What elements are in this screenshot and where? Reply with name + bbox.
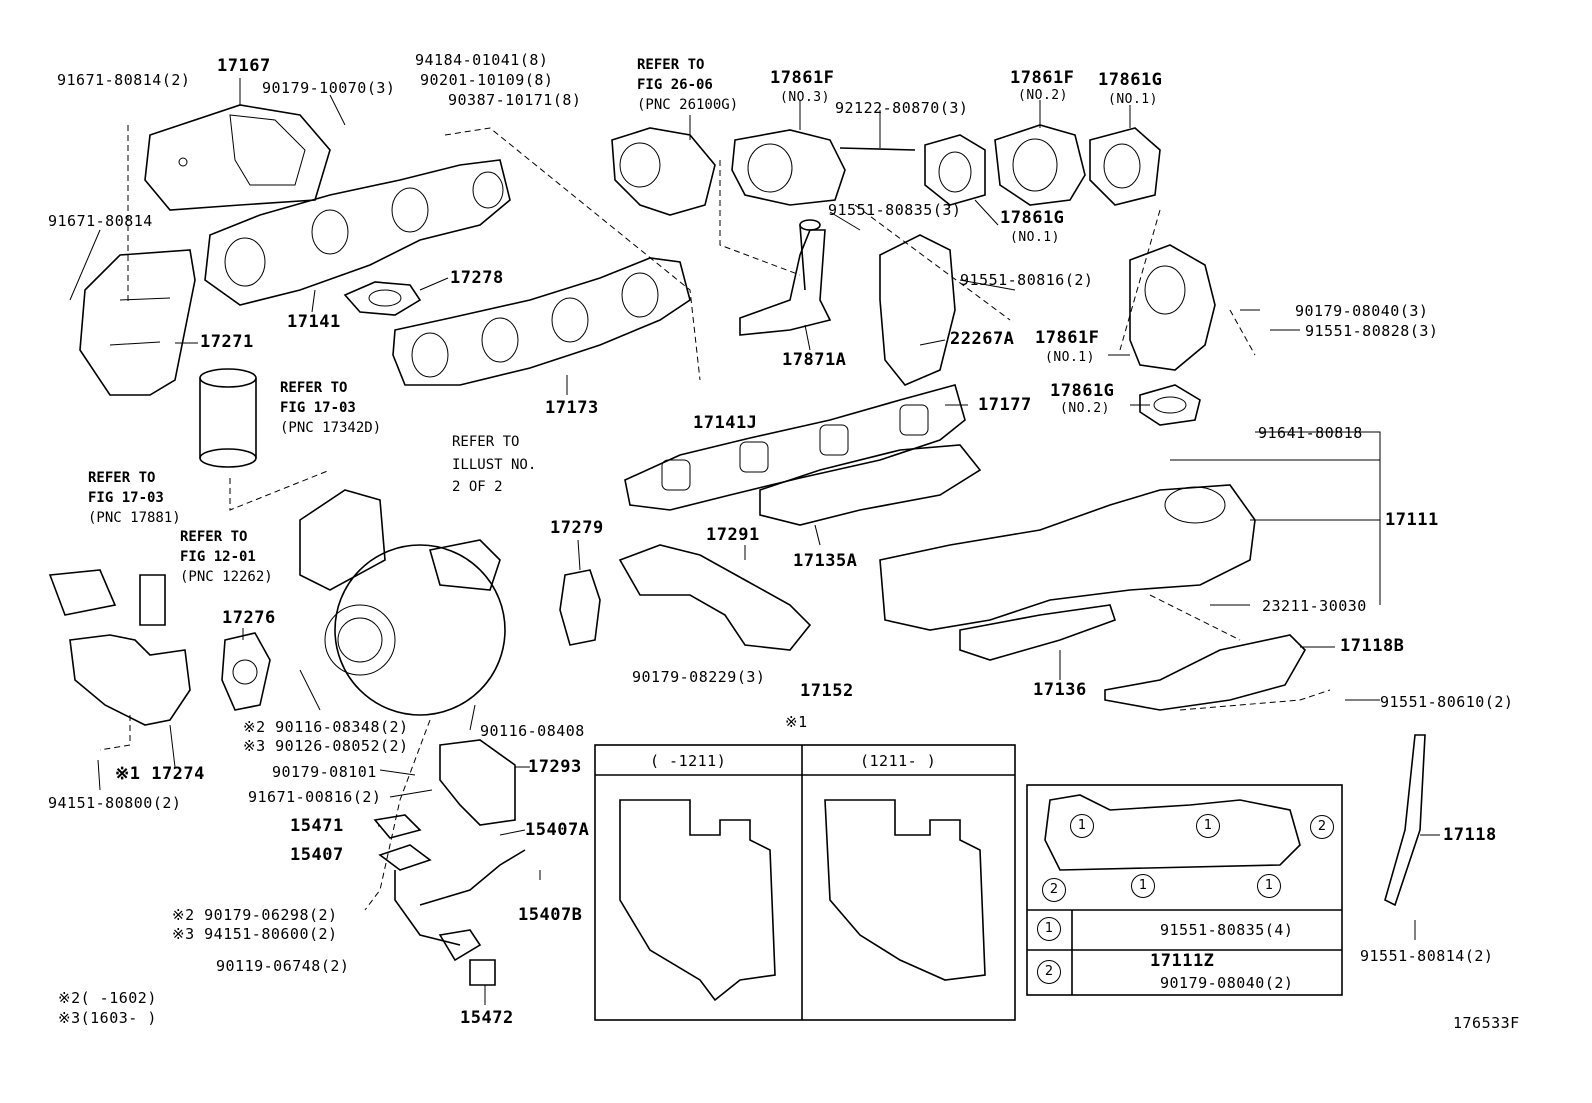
refer-illust-line1: REFER TO	[452, 434, 520, 450]
callout-17135a: 17135A	[793, 551, 858, 571]
callout-90387-10171: 90387-10171(8)	[448, 91, 582, 109]
callout-91671-00816: 91671-00816(2)	[248, 788, 382, 806]
callout-92122-80870: 92122-80870(3)	[835, 99, 969, 117]
legend-row1-marker: 1	[1037, 917, 1061, 941]
callout-17291: 17291	[706, 525, 760, 545]
callout-17118b: 17118B	[1340, 636, 1405, 656]
callout-91671-80814-2: 91671-80814(2)	[57, 71, 191, 89]
callout-15407b: 15407B	[518, 905, 583, 925]
refer-fig-1703-line3: (PNC 17342D)	[280, 420, 382, 436]
refer-1201-line1: REFER TO	[180, 529, 248, 545]
callout-94151-80600: ※3 94151-80600(2)	[172, 925, 338, 943]
callout-no2-b: (NO.2)	[1060, 401, 1110, 416]
callout-no2: (NO.2)	[1018, 88, 1068, 103]
callout-17276: 17276	[222, 608, 276, 628]
refer-fig-2606-line3: (PNC 26100G)	[637, 97, 739, 113]
callout-17861f-no3: 17861F	[770, 68, 835, 88]
callout-90126-08052: ※3 90126-08052(2)	[243, 737, 409, 755]
callout-91551-80814-2: 91551-80814(2)	[1360, 947, 1494, 965]
callout-17871a: 17871A	[782, 350, 847, 370]
callout-17167: 17167	[217, 56, 271, 76]
callout-94184-01041: 94184-01041(8)	[415, 51, 549, 69]
legend-marker-1: 1	[1257, 874, 1281, 898]
callout-90116-08348: ※2 90116-08348(2)	[243, 718, 409, 736]
callout-94151-80800: 94151-80800(2)	[48, 794, 182, 812]
refer-17881-line3: (PNC 17881)	[88, 510, 181, 526]
callout-90179-10070: 90179-10070(3)	[262, 79, 396, 97]
callout-22267a: 22267A	[950, 329, 1015, 349]
callout-91641-80818: 91641-80818	[1258, 424, 1363, 442]
callout-17279: 17279	[550, 518, 604, 538]
legend-marker-1: 1	[1196, 814, 1220, 838]
callout-no1-top: (NO.1)	[1108, 92, 1158, 107]
refer-illust-line3: 2 OF 2	[452, 479, 503, 495]
callout-23211-30030: 23211-30030	[1262, 597, 1367, 615]
legend-row2-part-a: 17111Z	[1150, 951, 1215, 971]
callout-17861g-no2: 17861G	[1050, 381, 1115, 401]
legend-marker-1: 1	[1070, 814, 1094, 838]
callout-no1-b: (NO.1)	[1010, 230, 1060, 245]
refer-17881-line2: FIG 17-03	[88, 490, 164, 506]
callout-90179-08040-3: 90179-08040(3)	[1295, 302, 1429, 320]
callout-17152: 17152	[800, 681, 854, 701]
callout-90179-08101: 90179-08101	[272, 763, 377, 781]
legend-marker-2: 2	[1042, 878, 1066, 902]
callout-17136: 17136	[1033, 680, 1087, 700]
callout-17293: 17293	[528, 757, 582, 777]
refer-fig-1703-line2: FIG 17-03	[280, 400, 356, 416]
legend-row2-marker: 2	[1037, 960, 1061, 984]
footnote-2: ※2( -1602)	[58, 989, 157, 1007]
callout-17173: 17173	[545, 398, 599, 418]
callout-no1-c: (NO.1)	[1045, 350, 1095, 365]
callout-90179-08229: 90179-08229(3)	[632, 668, 766, 686]
callout-17861g-no1: 17861G	[1000, 208, 1065, 228]
callout-90116-08408: 90116-08408	[480, 722, 585, 740]
callout-17118: 17118	[1443, 825, 1497, 845]
callout-90179-06298: ※2 90179-06298(2)	[172, 906, 338, 924]
refer-fig-2606-line1: REFER TO	[637, 57, 705, 73]
callout-17278: 17278	[450, 268, 504, 288]
callout-15471: 15471	[290, 816, 344, 836]
refer-fig-1703-line1: REFER TO	[280, 380, 348, 396]
legend-row2-part-b: 90179-08040(2)	[1160, 974, 1294, 992]
figure-reference-code: 176533F	[1453, 1014, 1520, 1032]
refer-1201-line2: FIG 12-01	[180, 549, 256, 565]
callout-17141j: 17141J	[693, 413, 758, 433]
footnote-3: ※3(1603- )	[58, 1009, 157, 1027]
callout-91551-80828: 91551-80828(3)	[1305, 322, 1439, 340]
refer-17881-line1: REFER TO	[88, 470, 156, 486]
callout-17141: 17141	[287, 312, 341, 332]
callout-17177: 17177	[978, 395, 1032, 415]
refer-fig-2606-line2: FIG 26-06	[637, 77, 713, 93]
callout-15407a: 15407A	[525, 820, 590, 840]
callout-no3: (NO.3)	[780, 90, 830, 105]
callout-91551-80610: 91551-80610(2)	[1380, 693, 1514, 711]
callout-15407: 15407	[290, 845, 344, 865]
callout-17861f-no1: 17861F	[1035, 328, 1100, 348]
legend-row1-part: 91551-80835(4)	[1160, 921, 1294, 939]
callout-91551-80835-3: 91551-80835(3)	[828, 201, 962, 219]
variant-note-marker: ※1	[785, 713, 808, 731]
refer-1201-line3: (PNC 12262)	[180, 569, 273, 585]
legend-marker-2: 2	[1310, 815, 1334, 839]
callout-90201-10109: 90201-10109(8)	[420, 71, 554, 89]
callout-15472: 15472	[460, 1008, 514, 1028]
callout-90119-06748: 90119-06748(2)	[216, 957, 350, 975]
variant-left-header: ( -1211)	[650, 752, 727, 770]
refer-illust-line2: ILLUST NO.	[452, 457, 537, 473]
variant-right-header: (1211- )	[860, 752, 937, 770]
callout-17111: 17111	[1385, 510, 1439, 530]
callout-17861g-no1-top: 17861G	[1098, 70, 1163, 90]
callout-91551-80816: 91551-80816(2)	[960, 271, 1094, 289]
callout-17861f-no2: 17861F	[1010, 68, 1075, 88]
callout-17271: 17271	[200, 332, 254, 352]
callout-17274: ※1 17274	[115, 764, 205, 784]
callout-91671-80814: 91671-80814	[48, 212, 153, 230]
legend-marker-1: 1	[1131, 874, 1155, 898]
